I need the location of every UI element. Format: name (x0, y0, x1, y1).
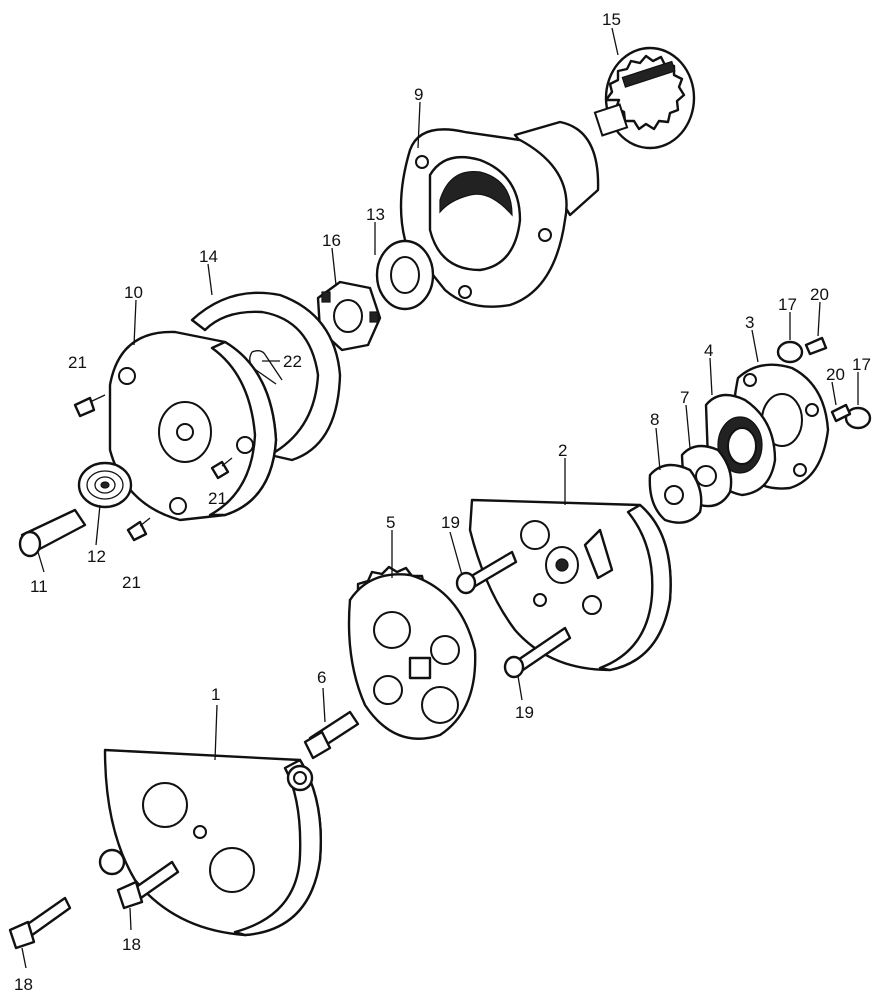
spring-12 (77, 461, 133, 509)
callout-15: 15 (602, 10, 621, 29)
callout-17a: 17 (778, 295, 797, 314)
bolt-19b (503, 626, 572, 679)
inner-rotor-8 (648, 463, 703, 524)
screw-21a (73, 394, 106, 418)
plunger-11 (18, 508, 87, 558)
callout-19a: 19 (441, 513, 460, 532)
callout-7: 7 (680, 388, 689, 407)
callout-14: 14 (199, 247, 218, 266)
callout-20a: 20 (810, 285, 829, 304)
screw-21c (126, 517, 151, 542)
pump-body-2 (468, 498, 672, 672)
washer-17a (776, 340, 804, 364)
gasket-14 (190, 291, 342, 462)
screw-20b (830, 403, 852, 423)
callout-10: 10 (124, 283, 143, 302)
callout-18a: 18 (14, 975, 33, 994)
callout-9: 9 (414, 85, 423, 104)
callout-3: 3 (745, 313, 754, 332)
bolt-18a (8, 896, 72, 950)
callout-6: 6 (317, 668, 326, 687)
callout-21a: 21 (68, 353, 87, 372)
washer-17b (844, 406, 872, 430)
pump-cover-10 (108, 330, 278, 522)
callout-1: 1 (211, 685, 220, 704)
washer-13 (375, 239, 435, 311)
callout-21c: 21 (122, 573, 141, 592)
drive-gear-5 (347, 565, 477, 740)
callout-8: 8 (650, 410, 659, 429)
bolt-18b (116, 860, 180, 910)
callout-labels: 1 2 3 4 5 6 7 8 9 10 11 12 13 14 15 16 1… (14, 10, 871, 994)
screw-21b (210, 457, 233, 480)
callout-18b: 18 (122, 935, 141, 954)
callout-16: 16 (322, 231, 341, 250)
bolt-19a (455, 550, 518, 595)
splined-gear-15 (593, 46, 696, 150)
callout-17b: 17 (852, 355, 871, 374)
callout-13: 13 (366, 205, 385, 224)
callout-19b: 19 (515, 703, 534, 722)
callout-4: 4 (704, 341, 713, 360)
fitting-6 (303, 710, 360, 760)
callout-22: 22 (283, 352, 302, 371)
cover-plate-1 (98, 748, 323, 937)
callout-5: 5 (386, 513, 395, 532)
callout-2: 2 (558, 441, 567, 460)
screw-20a (804, 336, 828, 356)
callout-21b: 21 (208, 489, 227, 508)
callout-20b: 20 (826, 365, 845, 384)
callout-12: 12 (87, 547, 106, 566)
pump-housing-9 (399, 120, 600, 308)
leader-lines (21, 27, 859, 969)
callout-11: 11 (30, 577, 48, 596)
